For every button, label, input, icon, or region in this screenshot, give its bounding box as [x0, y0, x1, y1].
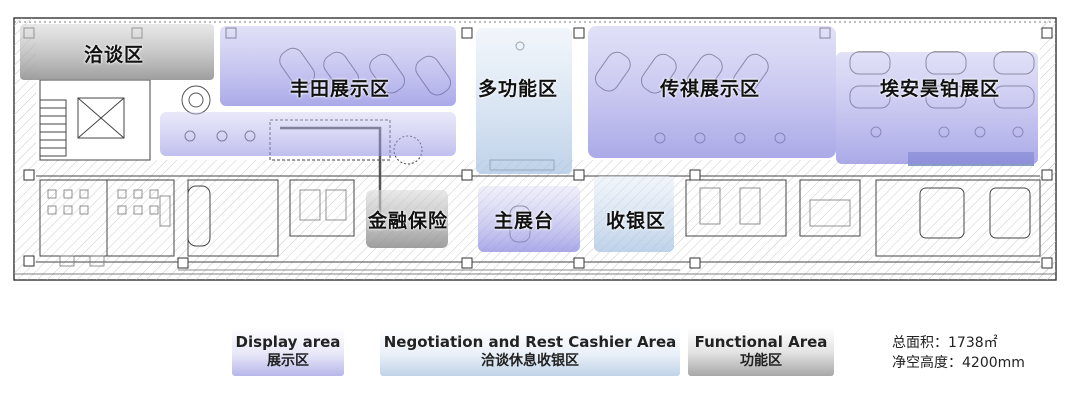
label-finance-insurance: 金融保险: [368, 210, 449, 232]
zone-toyota-display: [220, 26, 456, 106]
legend-functional-area: Functional Area 功能区: [688, 328, 834, 376]
zone-aion-display: [836, 52, 1038, 164]
zone-main-stage: [478, 186, 580, 252]
zone-overlays: [20, 24, 1038, 252]
zone-multifunction: [476, 28, 572, 174]
legend-negotiation-cn: 洽谈休息收银区: [481, 353, 579, 369]
label-multifunction: 多功能区: [478, 78, 559, 100]
legend-display-area: Display area 展示区: [232, 328, 344, 376]
office-furniture: [47, 187, 851, 267]
label-trumpchi-display: 传祺展示区: [660, 78, 761, 100]
legend-functional-en: Functional Area: [694, 333, 828, 351]
label-aion-display: 埃安昊铂展区: [880, 78, 1001, 100]
zone-finance-insurance: [366, 190, 448, 248]
total-area-text: 总面积：1738㎡: [892, 335, 998, 351]
legend-negotiation-en: Negotiation and Rest Cashier Area: [383, 333, 677, 351]
area-stats: 总面积：1738㎡ 净空高度：4200mm: [892, 333, 1025, 373]
legend-negotiation-area: Negotiation and Rest Cashier Area 洽谈休息收银…: [380, 328, 680, 376]
legend-display-en: Display area: [235, 333, 341, 351]
label-toyota-display: 丰田展示区: [290, 78, 391, 100]
legend-display-cn: 展示区: [267, 353, 309, 369]
structural-columns: [23, 27, 1053, 269]
zone-toyota-negotiation: [160, 112, 456, 156]
zone-trumpchi-display: [588, 26, 836, 158]
clear-height-text: 净空高度：4200mm: [892, 355, 1025, 371]
label-main-stage: 主展台: [494, 210, 555, 232]
legend-functional-cn: 功能区: [740, 353, 782, 369]
zone-cashier: [594, 176, 674, 252]
label-negotiation-area: 洽谈区: [84, 44, 145, 66]
label-cashier: 收银区: [606, 210, 667, 232]
floor-plan: [13, 17, 1057, 281]
zone-negotiation-area: [20, 24, 214, 80]
